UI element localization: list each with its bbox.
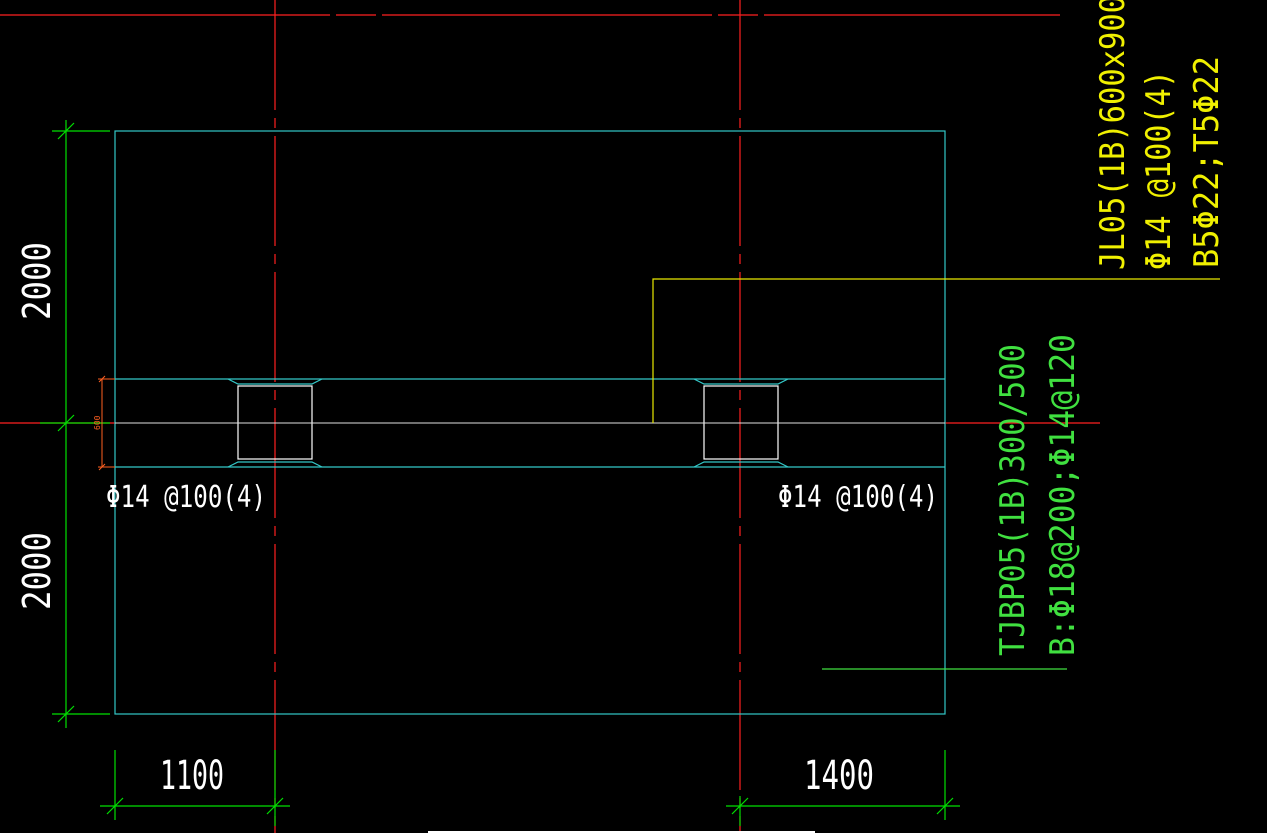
foundation-annotation-line1: TJBP05(1B)300/500 — [993, 344, 1033, 656]
beam-leader-line — [652, 278, 1220, 423]
column-haunch-right-top — [693, 378, 789, 385]
beam-dim-tick-top — [98, 375, 106, 383]
dim-text-beam-small: 600 — [93, 415, 102, 430]
dim-tick-mid — [57, 414, 75, 432]
foundation-annotation-line2: B:Φ18@200;Φ14@120 — [1043, 334, 1083, 656]
beam-width-dimension — [98, 375, 115, 471]
rebar-label-left: Φ14 @100(4) — [106, 480, 266, 515]
axis-lines — [0, 0, 1100, 833]
beam-annotation-line1: JL05(1B)600x900 — [1093, 0, 1133, 270]
dim-text-left-width: 1100 — [160, 753, 224, 799]
dimension-lines — [40, 120, 1067, 826]
beam-annotation-line3: B5Φ22;T5Φ22 — [1187, 56, 1227, 268]
rebar-label-right: Φ14 @100(4) — [778, 480, 938, 515]
dim-text-right-width: 1400 — [804, 753, 874, 799]
column-haunch-left-bottom — [227, 461, 323, 468]
dim-text-top-height: 2000 — [15, 242, 59, 320]
dim-tick-left-b — [266, 797, 284, 815]
dim-tick-top — [57, 122, 75, 140]
dim-text-bottom-height: 2000 — [15, 532, 59, 610]
dim-tick-right-a — [731, 797, 749, 815]
foundation-annotation[interactable]: TJBP05(1B)300/500 B:Φ18@200;Φ14@120 — [993, 334, 1083, 656]
beam-annotation[interactable]: JL05(1B)600x900 Φ14 @100(4) B5Φ22;T5Φ22 — [1093, 0, 1227, 270]
dim-tick-left-a — [106, 797, 124, 815]
dim-tick-right-b — [936, 797, 954, 815]
beam-dim-tick-bottom — [98, 463, 106, 471]
beam-leader — [652, 278, 1220, 423]
column-haunch-left-top — [227, 378, 323, 385]
beam-annotation-line2: Φ14 @100(4) — [1139, 70, 1179, 270]
column-haunch-right-bottom — [693, 461, 789, 468]
dim-tick-bottom — [57, 705, 75, 723]
